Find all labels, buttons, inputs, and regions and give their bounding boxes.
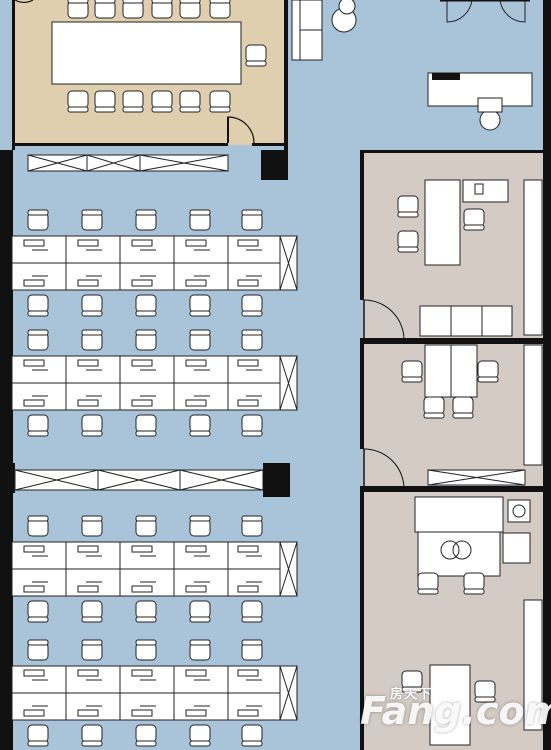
chair bbox=[209, 90, 231, 113]
glass-partition-top bbox=[27, 154, 229, 172]
chair bbox=[401, 360, 423, 383]
chair bbox=[209, 0, 231, 19]
chair bbox=[245, 44, 267, 67]
chair bbox=[189, 639, 211, 661]
chair bbox=[81, 294, 103, 317]
chair bbox=[122, 90, 144, 113]
chair bbox=[135, 329, 157, 351]
glass-partition-middle bbox=[14, 463, 290, 497]
chair bbox=[463, 572, 485, 595]
chair bbox=[27, 329, 49, 351]
chair bbox=[27, 639, 49, 661]
chair bbox=[81, 515, 103, 537]
chair bbox=[417, 572, 439, 595]
chair bbox=[94, 90, 116, 113]
workstation-clusters bbox=[11, 195, 499, 747]
meeting-room bbox=[12, 0, 288, 180]
chair bbox=[81, 600, 103, 623]
chair bbox=[241, 515, 263, 537]
chair bbox=[189, 600, 211, 623]
chair bbox=[241, 329, 263, 351]
chair bbox=[179, 0, 201, 19]
chair bbox=[135, 639, 157, 661]
chair bbox=[397, 195, 419, 218]
meeting-chairs bbox=[67, 0, 267, 113]
chair bbox=[135, 515, 157, 537]
chair bbox=[27, 414, 49, 437]
chair bbox=[241, 209, 263, 231]
chair bbox=[81, 724, 103, 747]
chair bbox=[67, 90, 89, 113]
entrance-double-door bbox=[440, 0, 530, 23]
chair bbox=[27, 600, 49, 623]
chair bbox=[401, 670, 423, 693]
chair bbox=[241, 639, 263, 661]
chair bbox=[135, 414, 157, 437]
chair bbox=[151, 90, 173, 113]
chair bbox=[189, 414, 211, 437]
chair bbox=[241, 724, 263, 747]
chair bbox=[241, 294, 263, 317]
workstation-cluster bbox=[11, 639, 298, 747]
chair bbox=[189, 515, 211, 537]
chair bbox=[474, 680, 496, 703]
chair bbox=[67, 0, 89, 19]
chair bbox=[81, 329, 103, 351]
office-3 bbox=[360, 492, 543, 750]
chair bbox=[27, 724, 49, 747]
office-1 bbox=[360, 150, 543, 341]
chair bbox=[135, 209, 157, 231]
chair bbox=[27, 209, 49, 231]
chair bbox=[179, 90, 201, 113]
chair bbox=[135, 600, 157, 623]
chair bbox=[477, 360, 499, 383]
chair bbox=[81, 639, 103, 661]
chair bbox=[452, 396, 474, 419]
chair bbox=[189, 329, 211, 351]
workstation-cluster bbox=[11, 515, 298, 623]
office-2 bbox=[360, 344, 543, 490]
chair bbox=[241, 414, 263, 437]
chair bbox=[81, 414, 103, 437]
chair bbox=[135, 724, 157, 747]
chair bbox=[397, 230, 419, 253]
chair bbox=[423, 396, 445, 419]
chair bbox=[27, 294, 49, 317]
right-windows bbox=[523, 179, 543, 731]
chair bbox=[189, 209, 211, 231]
reception-sofa bbox=[291, 0, 357, 61]
chair bbox=[27, 515, 49, 537]
left-wall bbox=[0, 150, 13, 750]
chair bbox=[463, 208, 485, 231]
chair bbox=[241, 600, 263, 623]
chair bbox=[122, 0, 144, 19]
workstation-cluster bbox=[11, 329, 298, 437]
chair bbox=[189, 724, 211, 747]
chair bbox=[94, 0, 116, 19]
conference-table bbox=[51, 21, 242, 85]
workstation-cluster bbox=[11, 209, 298, 317]
chair bbox=[151, 0, 173, 19]
chair bbox=[189, 294, 211, 317]
reception-desk bbox=[427, 72, 533, 131]
right-wall bbox=[543, 0, 551, 750]
chair bbox=[81, 209, 103, 231]
chair bbox=[135, 294, 157, 317]
